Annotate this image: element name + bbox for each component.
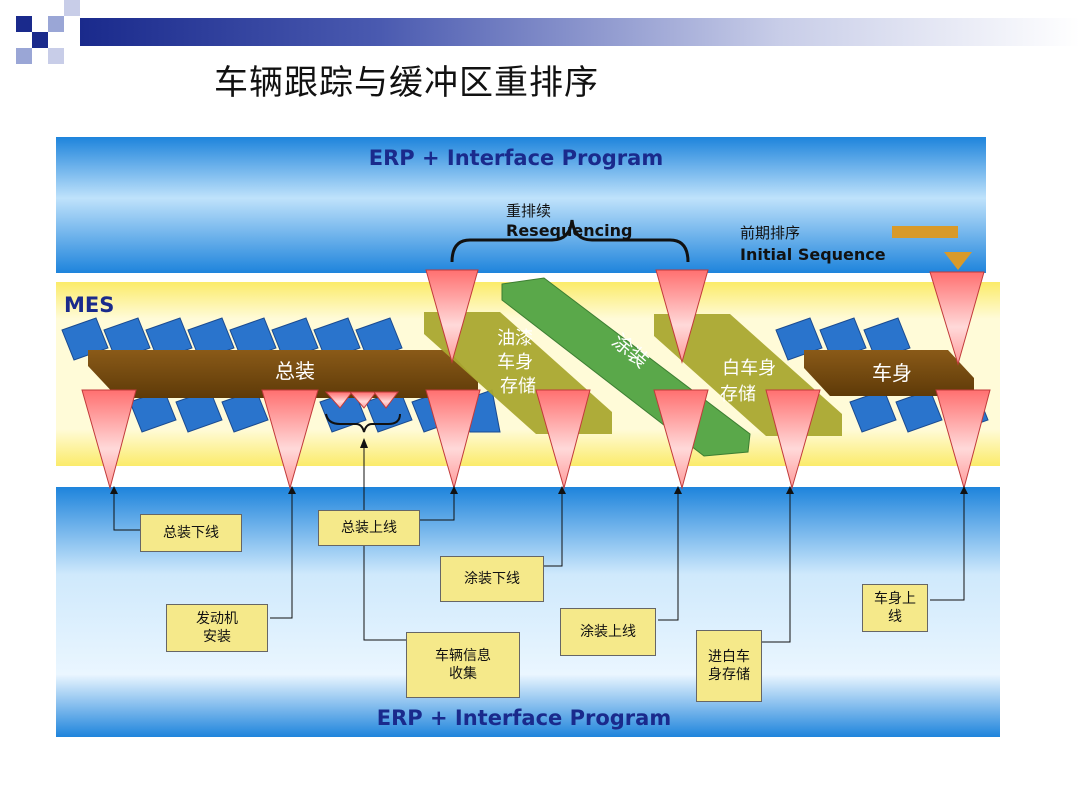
sensor-upper-3 [929, 271, 985, 366]
sensor-upper-2 [655, 269, 709, 364]
sensor-lower-7 [935, 389, 991, 490]
paint-store-label: 油漆 车身 存储 [497, 328, 539, 397]
resequencing-en: Resequencing [506, 221, 632, 240]
title-bar-decoration [80, 18, 1080, 46]
white-store-label-line1: 白车身 [722, 358, 776, 379]
paint-store-label-line3: 存储 [500, 376, 536, 397]
sensor-lower-4 [535, 389, 591, 490]
initial-sequence-cn: 前期排序 [740, 224, 800, 242]
corner-square-4 [32, 32, 48, 48]
body-label: 车身 [872, 361, 912, 385]
sensor-small-2 [348, 391, 377, 409]
label-vehicle-info: 车辆信息 收集 [406, 632, 520, 698]
page-title: 车辆跟踪与缓冲区重排序 [214, 63, 599, 103]
corner-square-1 [16, 16, 32, 32]
connector-arrowheads [110, 438, 968, 494]
lower-sensor-triangles [81, 389, 991, 490]
erp-top-band [56, 137, 986, 273]
corner-square-2 [48, 16, 64, 32]
sensor-lower-3 [425, 389, 481, 490]
white-store-label: 白车身 存储 [720, 358, 782, 405]
label-paint-off: 涂装下线 [440, 556, 544, 602]
erp-top-label: ERP + Interface Program [369, 146, 663, 170]
mes-label: MES [64, 293, 114, 317]
initial-sequence-arrow-icon [892, 226, 972, 270]
label-engine-install: 发动机 安装 [166, 604, 268, 652]
white-store-label-line2: 存储 [720, 384, 756, 405]
label-assembly-off: 总装下线 [140, 514, 242, 552]
label-white-store-in: 进白车 身存储 [696, 630, 762, 702]
initial-sequence-en: Initial Sequence [740, 245, 886, 264]
sensor-small-3 [373, 391, 399, 409]
label-body-on: 车身上 线 [862, 584, 928, 632]
conveyor-front-row [129, 389, 989, 433]
corner-square-3 [64, 0, 80, 16]
sensor-upper-1 [425, 269, 479, 364]
assembly-label: 总装 [275, 359, 315, 383]
label-assembly-on: 总装上线 [318, 510, 420, 546]
vehicle-info-brace [325, 413, 401, 433]
resequencing-cn: 重排续 [506, 202, 551, 220]
sensor-small-1 [324, 391, 353, 409]
erp-bottom-label: ERP + Interface Program [377, 706, 671, 730]
conveyor-back-row [61, 317, 911, 361]
sensor-lower-1 [81, 389, 137, 490]
body-block [804, 350, 974, 396]
paint-store-label-line2: 车身 [497, 352, 533, 373]
sensor-lower-6 [765, 389, 821, 490]
sensor-lower-2 [261, 389, 319, 490]
sensor-lower-5 [653, 389, 709, 490]
resequencing-brace [450, 219, 690, 263]
label-paint-on: 涂装上线 [560, 608, 656, 656]
corner-square-5 [16, 48, 32, 64]
assembly-block [88, 350, 478, 398]
upper-sensor-triangles [425, 269, 985, 366]
corner-square-6 [48, 48, 64, 64]
paint-store-label-line1: 油漆 [497, 328, 533, 349]
